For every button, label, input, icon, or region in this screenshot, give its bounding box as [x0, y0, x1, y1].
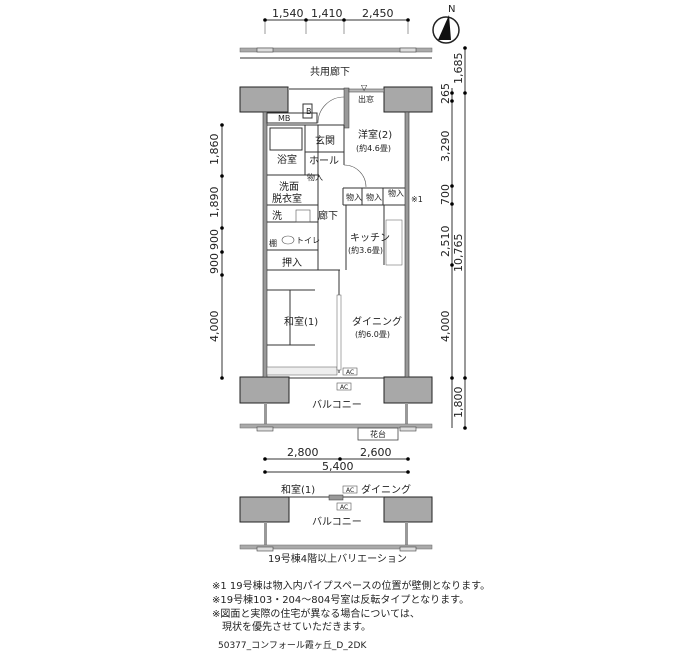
entrance-label: 玄関: [315, 134, 335, 147]
plan-label: AC: [340, 504, 348, 511]
plan-label: N: [448, 4, 455, 15]
ac-indoor-label: AC: [346, 369, 354, 376]
kitchen-size: (約3.6畳): [348, 245, 383, 255]
flower-bed-label: 花台: [370, 429, 386, 439]
plan-label: 和室(1): [281, 483, 315, 496]
dim-top-2: 1,410: [311, 7, 343, 20]
bay-window-label: 出窓: [358, 94, 374, 104]
dining-size: (約6.0畳): [355, 329, 390, 339]
washer-label: 洗: [272, 210, 282, 222]
plan-label: ダイニング: [361, 483, 411, 496]
plan-label: 4,000: [208, 311, 221, 343]
hallway-label: 廊下: [318, 209, 338, 222]
storage-b-label: 物入: [366, 192, 382, 202]
toilet-label: トイレ: [296, 236, 320, 245]
right-dimensions: 1,685 265 3,290 700 2,510 4,000 1,800 10…: [439, 46, 467, 430]
mb-label: MB: [278, 114, 290, 123]
plan-label: 1,890: [208, 187, 221, 219]
note-3: ※図面と実際の住宅が異なる場合については、: [212, 609, 420, 620]
plan-label: 900: [208, 229, 221, 250]
bath-label: 浴室: [277, 153, 297, 166]
pillar: [239, 376, 290, 404]
svg-text:▽: ▽: [361, 83, 368, 92]
shelf-label: 棚: [269, 238, 277, 248]
plan-label: 5,400: [322, 460, 354, 473]
plan-label: 1,685: [452, 53, 465, 85]
top-dimensions: 1,540 1,410 2,450: [263, 7, 410, 34]
closet-label: 押入: [282, 256, 302, 269]
plan-label: 4,000: [439, 311, 452, 343]
washroom-label-1: 洗面: [279, 181, 299, 193]
plan-label: 2,800: [287, 446, 319, 459]
storage-a-label: 物入: [346, 192, 362, 202]
plan-label: 900: [208, 253, 221, 274]
washroom-label-2: 脱衣室: [272, 192, 302, 205]
variation-plan: 和室(1) AC ダイニング AC バルコニー 19号棟4階以上バリエーション: [239, 483, 433, 565]
bottom-dimensions: 2,800 2,600 5,400: [263, 446, 410, 474]
western-room-label: 洋室(2): [358, 128, 392, 141]
hall-label: ホール: [309, 155, 339, 167]
japanese-room-label: 和室(1): [284, 315, 318, 328]
note-1: ※1 19号棟は物入内パイプスペースの位置が壁側となります。: [212, 581, 491, 592]
storage-small-label: 物入: [307, 172, 323, 182]
plan-label: 1,860: [208, 134, 221, 166]
corridor-wall: [239, 47, 433, 53]
plan-label: 2,510: [439, 226, 452, 258]
footer-label: 50377_コンフォール霞ヶ丘_D_2DK: [218, 641, 367, 651]
storage-c-label: 物入: [388, 188, 404, 198]
left-dimensions: 1,860 1,890 900 900 4,000: [208, 123, 224, 380]
note-2: ※19号棟103・204〜804号室は反転タイプとなります。: [212, 595, 470, 606]
note-mark-1: ※1: [411, 195, 423, 204]
balcony-label: バルコニー: [312, 399, 362, 411]
western-room-size: (約4.6畳): [356, 143, 391, 153]
note-4: 現状を優先させていただきます。: [212, 622, 371, 633]
plan-label: AC: [346, 487, 354, 494]
plan-label: 10,765: [452, 234, 465, 273]
kitchen-label: キッチン: [350, 232, 390, 244]
plan-label: 265: [439, 83, 452, 104]
variation-caption: 19号棟4階以上バリエーション: [268, 552, 407, 565]
north-compass-icon: N: [432, 4, 460, 44]
dim-top-3: 2,450: [362, 7, 394, 20]
plan-label: 3,290: [439, 131, 452, 163]
ac-outdoor-label: AC: [340, 384, 348, 391]
b-label: B: [306, 107, 312, 116]
plan-label: 700: [439, 184, 452, 205]
plan-label: バルコニー: [312, 516, 362, 528]
pillar: [239, 86, 289, 113]
pillar: [383, 376, 433, 404]
common-corridor-label: 共用廊下: [310, 65, 350, 78]
plan-label: 1,800: [452, 387, 465, 419]
dim-top-1: 1,540: [272, 7, 304, 20]
dining-label: ダイニング: [352, 315, 402, 328]
plan-label: 2,600: [360, 446, 392, 459]
pillar: [383, 86, 433, 113]
